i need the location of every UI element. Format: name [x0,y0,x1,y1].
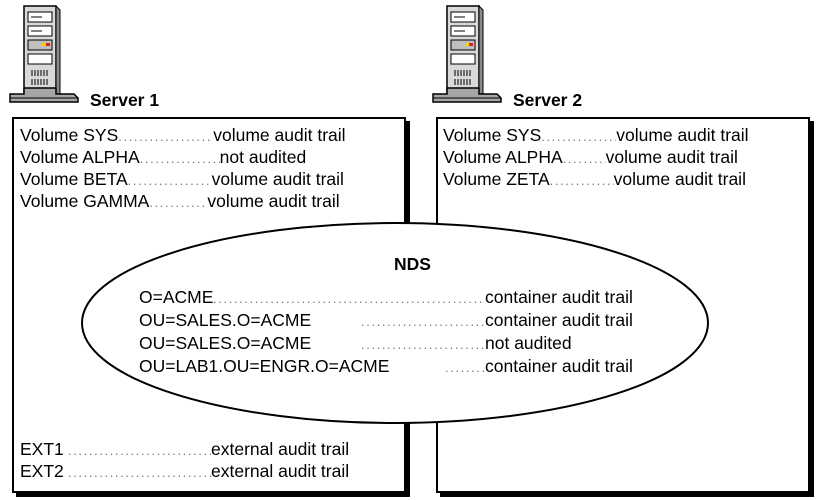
server-tower-icon [432,4,502,103]
volume-name: Volume ALPHA [443,147,563,167]
volume-name: Volume SYS [443,125,542,145]
nds-entry-name: OU=LAB1.OU=ENGR.O=ACME [139,356,390,376]
external-name: EXT1 [20,439,64,459]
volume-status: not audited [219,147,307,167]
volume-name: Volume ALPHA [20,147,140,167]
nds-entry-row: OU=SALES.O=ACME ........................… [139,333,572,353]
server1-volume-row: Volume SYS ........................ volu… [20,125,346,145]
server1-external-row: EXT2 ...................................… [20,461,350,481]
volume-status: volume audit trail [213,125,346,145]
volume-name: Volume SYS [20,125,119,145]
server2-volume-row: Volume ALPHA .......... volume audit tra… [443,147,738,167]
server1-volume-row: Volume ALPHA .................... not au… [20,147,307,167]
nds-entry-name: O=ACME [139,287,214,307]
volume-status: volume audit trail [211,169,344,189]
server1-volume-row: Volume GAMMA .............. volume audit… [20,191,340,211]
nds-title: NDS [394,254,431,274]
external-name: EXT2 [20,461,64,481]
nds-entry-status: container audit trail [485,287,633,307]
server2-label: Server 2 [513,90,583,110]
server2-volume-row: Volume SYS .................... volume a… [443,125,749,145]
server2-volume-row: Volume ZETA ................ volume audi… [443,169,746,189]
volume-status: volume audit trail [207,191,340,211]
nds-ellipse [81,222,709,424]
nds-entry-row: OU=SALES.O=ACME ........................… [139,310,633,330]
nds-entry-status: not audited [485,333,572,353]
volume-status: volume audit trail [605,147,738,167]
volume-status: volume audit trail [613,169,746,189]
server1-label: Server 1 [90,90,160,110]
nds-entry-name: OU=SALES.O=ACME [139,333,312,353]
external-status: external audit trail [211,439,350,459]
nds-entry-row: OU=LAB1.OU=ENGR.O=ACME .......... contai… [139,356,633,376]
server-tower-icon [9,4,79,103]
volume-name: Volume BETA [20,169,128,189]
nds-entry-status: container audit trail [485,356,633,376]
volume-name: Volume GAMMA [20,191,150,211]
volume-status: volume audit trail [616,125,749,145]
volume-name: Volume ZETA [443,169,550,189]
nds-entry-name: OU=SALES.O=ACME [139,310,312,330]
external-status: external audit trail [211,461,350,481]
server1-volume-row: Volume BETA .................... volume … [20,169,344,189]
nds-entry-status: container audit trail [485,310,633,330]
server1-external-row: EXT1 ...................................… [20,439,350,459]
nds-entry-row: O=ACME .................................… [139,287,633,307]
